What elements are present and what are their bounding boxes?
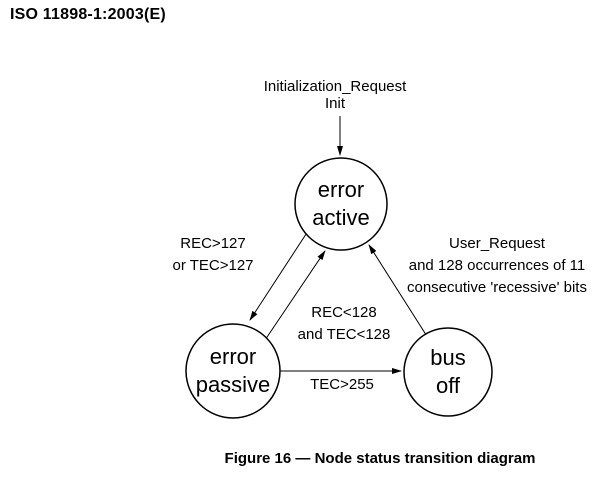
- transition-label-line: REC<128: [311, 304, 377, 321]
- transition-label-line: Initialization_Request: [263, 78, 407, 95]
- state-label-error-active: error active: [281, 176, 401, 232]
- transition-arrow-active-to-passive: [249, 227, 311, 321]
- state-circle-error-active: [294, 157, 388, 251]
- transition-label-active-to-passive: REC>127 or TEC>127: [133, 233, 293, 277]
- transition-arrow-busoff-to-active: [368, 244, 431, 342]
- state-label-bus-off: bus off: [388, 344, 508, 400]
- figure-caption: Figure 16 — Node status transition diagr…: [224, 450, 536, 467]
- transition-label-line: consecutive 'recessive' bits: [407, 279, 587, 296]
- transition-arrow-passive-to-active: [260, 250, 326, 347]
- transition-label-passive-to-busoff: TEC>255: [282, 374, 402, 396]
- transition-label-passive-to-active: REC<128 and TEC<128: [264, 302, 424, 346]
- state-label-error-passive: error passive: [173, 343, 293, 399]
- state-label-line: active: [312, 205, 370, 230]
- document-header-title: ISO 11898-1:2003(E): [10, 6, 166, 23]
- transition-label-line: User_Request: [449, 235, 545, 252]
- transition-label-line: REC>127: [180, 235, 246, 252]
- state-label-line: off: [435, 373, 461, 398]
- transition-label-init: Initialization_Request Init: [235, 78, 435, 112]
- state-label-line: error: [317, 177, 365, 202]
- transition-label-line: TEC>255: [310, 376, 374, 393]
- transition-label-busoff-to-active: User_Request and 128 occurrences of 11 c…: [399, 233, 595, 299]
- state-label-line: passive: [195, 372, 271, 397]
- state-label-line: error: [209, 344, 257, 369]
- transition-label-line: Init: [324, 95, 345, 112]
- transition-label-line: and TEC<128: [297, 326, 391, 343]
- transition-label-line: and 128 occurrences of 11: [408, 257, 586, 274]
- transition-label-line: or TEC>127: [172, 257, 254, 274]
- state-circle-bus-off: [403, 327, 493, 417]
- state-label-line: bus: [430, 345, 466, 370]
- state-circle-error-passive: [185, 323, 281, 419]
